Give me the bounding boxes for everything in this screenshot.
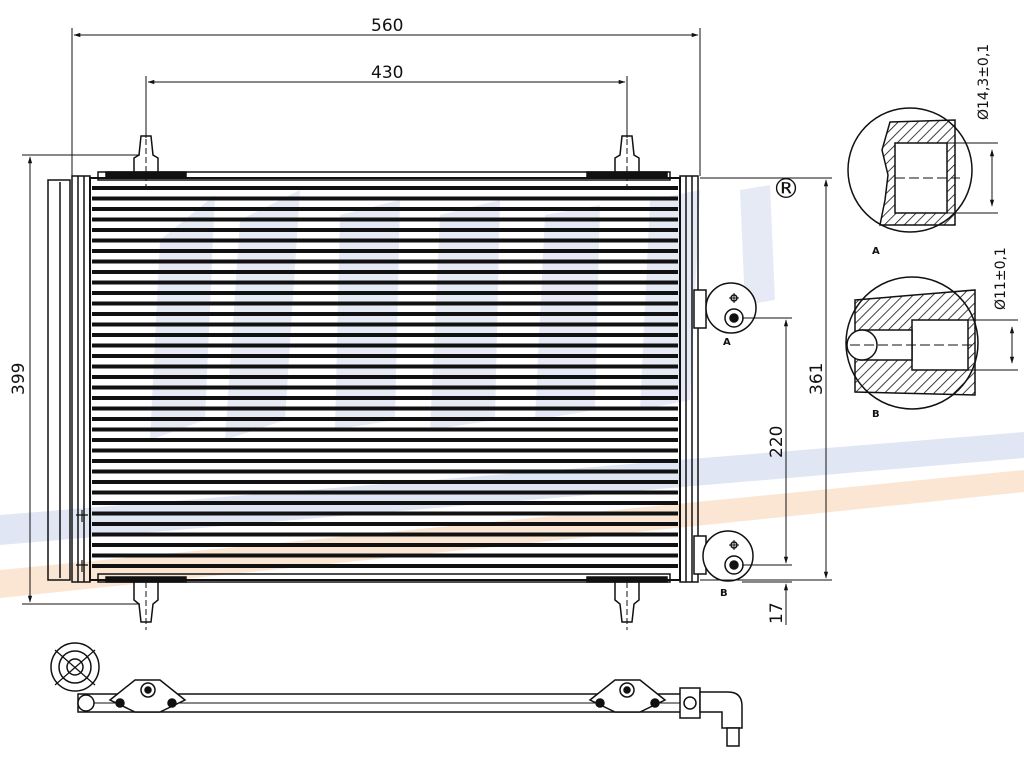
fin-row: [92, 396, 678, 400]
dim-label-port-spacing: 220: [767, 426, 787, 458]
mounting-pin: [586, 130, 668, 186]
watermark-registered-mark: ®: [772, 172, 800, 205]
detail-a-label: A: [872, 246, 880, 257]
detail-b-label: B: [872, 409, 880, 420]
fin-row: [92, 427, 678, 432]
port-a-bracket: [693, 289, 707, 329]
fin-row: [92, 354, 678, 358]
fin-row: [92, 543, 678, 547]
side-view: [50, 642, 743, 747]
fin-row: [92, 532, 678, 537]
port-b-flange: [702, 530, 754, 582]
detail-a: [847, 107, 998, 233]
fin-row: [92, 228, 678, 232]
bottom-side-bar: [97, 573, 671, 583]
fin-row: [92, 238, 678, 243]
fin-row: [92, 322, 678, 327]
dim-label-core-height: 361: [807, 363, 827, 395]
port-a: [693, 282, 757, 334]
left-tank: [71, 175, 91, 583]
detail-a-diameter: Ø14,3±0,1: [976, 44, 992, 120]
fin-row: [92, 375, 678, 379]
fin-row: [92, 301, 678, 306]
fin-row: [92, 196, 678, 201]
fin-row: [92, 385, 678, 390]
fin-row: [92, 249, 678, 253]
detail-b: [845, 276, 1018, 410]
port-b: [693, 530, 754, 582]
mounting-pin: [105, 130, 187, 186]
fin-row: [92, 564, 678, 568]
fin-rows: [92, 186, 678, 568]
dim-label-mount-spacing: 430: [371, 63, 403, 83]
port-a-label: A: [723, 337, 731, 348]
watermark-blue-stripe: [0, 432, 1024, 545]
side-view-pipe: [699, 691, 743, 729]
mounting-pin: [105, 576, 187, 630]
fin-row: [92, 448, 678, 453]
fin-row: [92, 438, 678, 442]
dim-label-overall-height: 399: [9, 363, 29, 395]
fin-row: [92, 364, 678, 369]
dim-label-overall-width: 560: [371, 16, 403, 36]
right-header-tank: [679, 175, 699, 583]
fin-row: [92, 406, 678, 411]
fin-row: [92, 312, 678, 316]
fin-row: [92, 280, 678, 285]
fin-row: [92, 511, 678, 516]
detail-b-diameter: Ø11±0,1: [993, 247, 1009, 310]
fin-row: [92, 459, 678, 463]
dim-label-port-offset: 17: [767, 602, 787, 624]
fin-row: [92, 501, 678, 505]
fin-row: [92, 333, 678, 337]
fin-row: [92, 291, 678, 295]
right-tank: [679, 175, 699, 583]
fin-row: [92, 207, 678, 211]
receiver-dryer: [47, 179, 71, 581]
fin-row: [92, 217, 678, 222]
side-bars: [97, 171, 671, 583]
fin-row: [92, 490, 678, 495]
fin-row: [92, 469, 678, 474]
fin-row: [92, 343, 678, 348]
mounting-pin: [586, 576, 668, 630]
mounting-pins: [105, 130, 668, 630]
top-side-bar: [97, 171, 671, 181]
fin-row: [92, 270, 678, 274]
dimension-lines: [22, 28, 832, 625]
port-b-label: B: [720, 588, 728, 599]
fin-row: [92, 259, 678, 264]
fin-row: [92, 417, 678, 421]
condenser-core: [89, 177, 681, 581]
fin-row: [92, 522, 678, 526]
port-a-flange: [705, 282, 757, 334]
fin-row: [92, 480, 678, 484]
fin-row: [92, 553, 678, 558]
fin-row: [92, 186, 678, 190]
left-header-tank: [47, 175, 91, 583]
